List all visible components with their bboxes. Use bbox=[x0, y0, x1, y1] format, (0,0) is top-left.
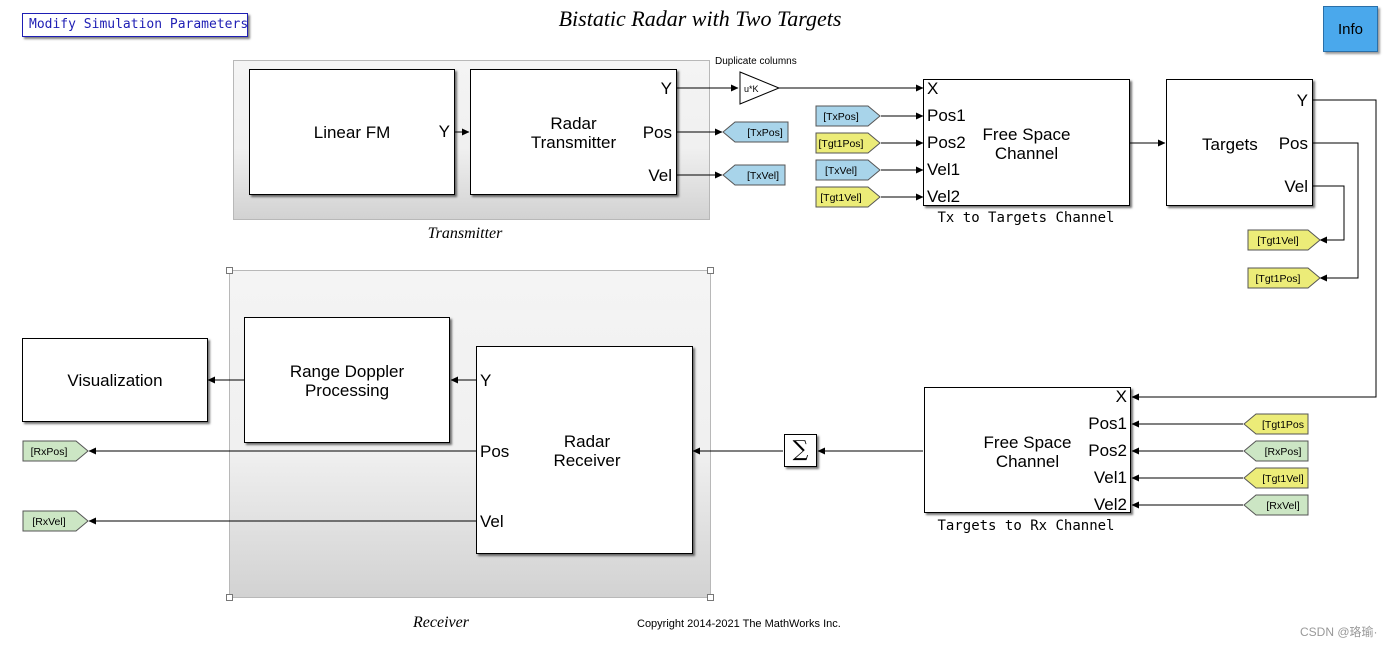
port-label: Vel1 bbox=[927, 160, 961, 179]
info-button[interactable]: Info bbox=[1323, 6, 1378, 52]
targets-name: Targets bbox=[1202, 135, 1258, 154]
from-tag-tgt1pos-rx[interactable]: [Tgt1Pos bbox=[1243, 413, 1309, 435]
tag-label: [Tgt1Vel] bbox=[820, 192, 862, 204]
resize-handle[interactable] bbox=[226, 267, 233, 274]
port-label: Y bbox=[1296, 91, 1308, 110]
goto-tag-rxpos[interactable]: [RxPos] bbox=[22, 440, 89, 462]
radar-receiver-name-line1: Radar bbox=[563, 432, 611, 451]
transmitter-label: Transmitter bbox=[427, 225, 503, 242]
tag-label: [TxVel] bbox=[747, 170, 779, 182]
radar-transmitter-name-line1: Radar bbox=[550, 114, 597, 133]
radar-transmitter-name-line2: Transmitter bbox=[530, 133, 617, 152]
wire bbox=[1131, 99, 1377, 401]
gain-label: u*K bbox=[744, 84, 759, 94]
range-doppler-name-line2: Processing bbox=[304, 381, 390, 400]
port-label: Y bbox=[438, 122, 450, 141]
range-doppler-name-line1: Range Doppler bbox=[289, 362, 405, 381]
range-doppler-processing-block[interactable]: Range Doppler Processing bbox=[244, 317, 450, 443]
visualization-name: Visualization bbox=[67, 371, 163, 390]
from-tag-tgt1vel-rx[interactable]: [Tgt1Vel] bbox=[1243, 467, 1309, 489]
tx-channel-label: Tx to Targets Channel bbox=[937, 210, 1115, 226]
tag-label: [RxVel] bbox=[1266, 500, 1299, 512]
port-label: Y bbox=[660, 79, 672, 98]
from-tag-rxvel-rx[interactable]: [RxVel] bbox=[1243, 494, 1309, 516]
receiver-label: Receiver bbox=[413, 614, 469, 631]
port-label: X bbox=[927, 79, 939, 98]
tag-label: [RxPos] bbox=[1265, 446, 1302, 458]
port-label: Vel bbox=[648, 166, 672, 185]
port-label: Pos2 bbox=[927, 133, 966, 152]
goto-tag-tgt1pos[interactable]: [Tgt1Pos] bbox=[1247, 267, 1321, 289]
info-button-label: Info bbox=[1337, 21, 1364, 38]
radar-receiver-block[interactable]: Radar Receiver Y Pos Vel bbox=[476, 346, 693, 554]
rx-channel-label: Targets to Rx Channel bbox=[937, 518, 1115, 534]
tag-label: [Tgt1Vel] bbox=[1257, 235, 1299, 247]
tag-label: [TxPos] bbox=[747, 127, 783, 139]
port-label: Vel bbox=[480, 512, 504, 531]
port-label: Pos bbox=[642, 123, 672, 142]
port-label: Pos2 bbox=[1088, 441, 1127, 460]
tag-label: [TxPos] bbox=[823, 111, 859, 123]
port-label: Vel bbox=[1284, 177, 1308, 196]
tag-label: [Tgt1Vel] bbox=[1262, 473, 1304, 485]
channel-name-line2: Channel bbox=[994, 144, 1059, 163]
sum-symbol: ∑ bbox=[792, 437, 809, 462]
copyright-text: Copyright 2014-2021 The MathWorks Inc. bbox=[637, 618, 841, 630]
radar-transmitter-block[interactable]: Radar Transmitter Y Pos Vel bbox=[470, 69, 677, 195]
tag-label: [Tgt1Pos] bbox=[819, 138, 864, 150]
radar-receiver-name-line2: Receiver bbox=[553, 451, 621, 470]
tag-label: [TxVel] bbox=[825, 165, 857, 177]
resize-handle[interactable] bbox=[707, 594, 714, 601]
from-tag-rxpos-rx[interactable]: [RxPos] bbox=[1243, 440, 1309, 462]
linear-fm-block[interactable]: Linear FM Y bbox=[249, 69, 455, 195]
channel-name-line1: Free Space bbox=[982, 125, 1071, 144]
sum-block[interactable]: ∑ bbox=[784, 434, 817, 467]
tx-free-space-channel-block[interactable]: Free Space Channel X Pos1 Pos2 Vel1 Vel2 bbox=[923, 79, 1130, 206]
port-label: Vel2 bbox=[927, 187, 961, 206]
resize-handle[interactable] bbox=[226, 594, 233, 601]
tag-label: [RxPos] bbox=[31, 446, 68, 458]
tag-label: [RxVel] bbox=[32, 516, 65, 528]
modify-simulation-parameters-button[interactable]: Modify Simulation Parameters bbox=[22, 13, 248, 37]
diagram-title: Bistatic Radar with Two Targets bbox=[558, 6, 842, 31]
from-tag-txvel[interactable]: [TxVel] bbox=[815, 159, 881, 181]
from-tag-tgt1vel[interactable]: [Tgt1Vel] bbox=[815, 186, 881, 208]
goto-tag-txvel[interactable]: [TxVel] bbox=[722, 164, 786, 186]
from-tag-txpos[interactable]: [TxPos] bbox=[815, 105, 881, 127]
wire bbox=[1313, 185, 1345, 244]
port-label: Y bbox=[480, 371, 492, 390]
targets-block[interactable]: Targets Y Pos Vel bbox=[1166, 79, 1313, 206]
port-label: Pos1 bbox=[1088, 414, 1127, 433]
watermark-text: CSDN @珞瑜· bbox=[1300, 625, 1378, 639]
port-label: Pos bbox=[480, 442, 510, 461]
tag-label: [Tgt1Pos bbox=[1262, 419, 1304, 431]
port-label: Pos bbox=[1278, 134, 1308, 153]
channel-name-line2: Channel bbox=[995, 452, 1060, 471]
modify-button-label: Modify Simulation Parameters bbox=[29, 17, 249, 32]
port-label: Vel1 bbox=[1093, 468, 1127, 487]
goto-tag-txpos[interactable]: [TxPos] bbox=[722, 121, 789, 143]
linear-fm-name: Linear FM bbox=[313, 123, 391, 142]
port-label: Pos1 bbox=[927, 106, 966, 125]
port-label: X bbox=[1115, 387, 1127, 406]
visualization-block[interactable]: Visualization bbox=[22, 338, 208, 422]
resize-handle[interactable] bbox=[707, 267, 714, 274]
gain-block[interactable] bbox=[739, 71, 781, 105]
rx-free-space-channel-block[interactable]: Free Space Channel X Pos1 Pos2 Vel1 Vel2 bbox=[924, 387, 1131, 514]
channel-name-line1: Free Space bbox=[983, 433, 1072, 452]
wire bbox=[1313, 142, 1359, 282]
gain-annotation: Duplicate columns bbox=[715, 56, 797, 67]
from-tag-tgt1pos[interactable]: [Tgt1Pos] bbox=[815, 132, 881, 154]
port-label: Vel2 bbox=[1093, 495, 1127, 514]
goto-tag-rxvel[interactable]: [RxVel] bbox=[22, 510, 89, 532]
goto-tag-tgt1vel[interactable]: [Tgt1Vel] bbox=[1247, 229, 1321, 251]
tag-label: [Tgt1Pos] bbox=[1256, 273, 1301, 285]
